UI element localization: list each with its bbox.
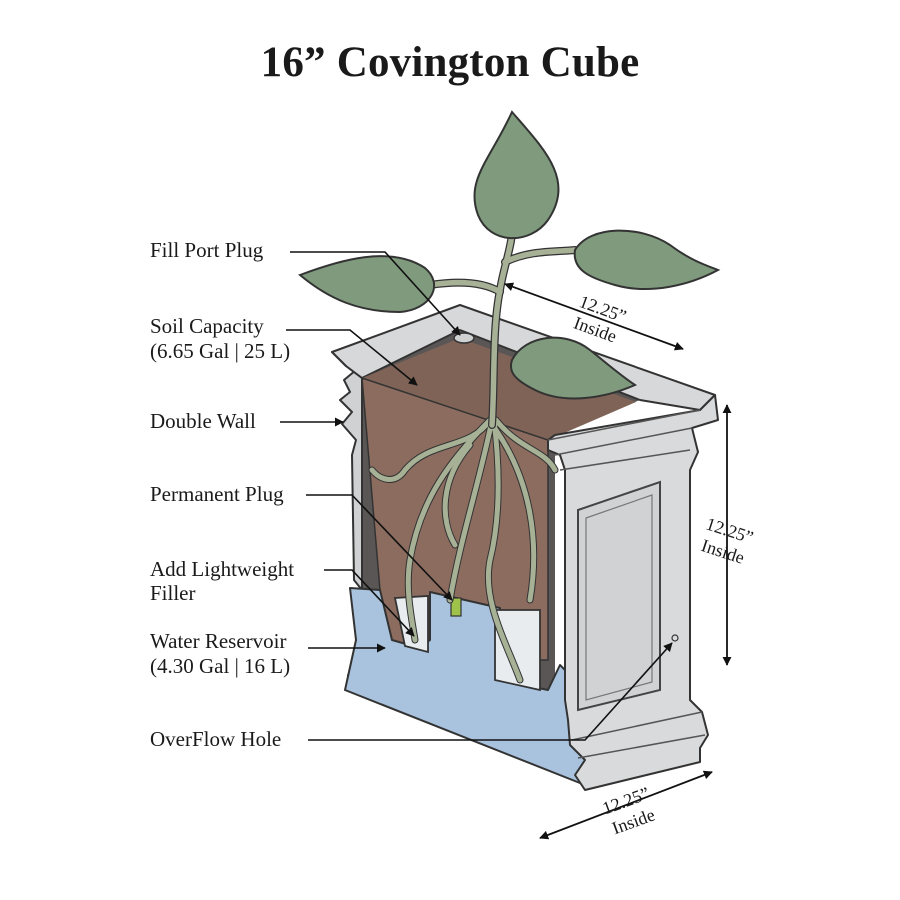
diagram-title: 16” Covington Cube	[260, 39, 640, 86]
permanent-plug	[450, 597, 462, 617]
front-panel	[577, 480, 661, 712]
filler-chamber-right	[494, 609, 541, 692]
label-water-reservoir: Water Reservoir	[150, 629, 287, 653]
front-rim	[547, 409, 701, 471]
label-filler: Filler	[150, 581, 196, 605]
planter	[331, 304, 719, 791]
overflow-hole	[671, 634, 679, 642]
label-double-wall: Double Wall	[150, 409, 256, 433]
label-water-reservoir-value: (4.30 Gal | 16 L)	[150, 654, 290, 678]
label-overflow-hole: OverFlow Hole	[150, 727, 281, 751]
label-add-lightweight: Add Lightweight	[150, 557, 294, 581]
leaf-right	[573, 229, 721, 291]
label-soil-capacity-value: (6.65 Gal | 25 L)	[150, 339, 290, 363]
fill-port-plug	[453, 332, 475, 344]
roots	[368, 416, 559, 684]
leader-fill-port-plug	[290, 251, 461, 336]
leaf-top	[473, 110, 560, 240]
dimension-lines	[504, 282, 732, 840]
soil-top	[362, 338, 636, 440]
label-fill-port-plug: Fill Port Plug	[150, 238, 264, 262]
leader-soil-capacity	[286, 329, 418, 386]
dim-depth-arrow	[504, 282, 684, 351]
leader-permanent-plug	[306, 494, 453, 601]
leader-lines	[280, 251, 673, 741]
base-molding	[571, 711, 706, 759]
callout-labels: Fill Port Plug Soil Capacity (6.65 Gal |…	[150, 238, 294, 751]
leader-lightweight-filler	[324, 569, 415, 637]
dim-width-arrow	[539, 770, 713, 840]
leader-overflow-hole	[308, 642, 673, 741]
label-permanent-plug: Permanent Plug	[150, 482, 284, 506]
front-panel-inner	[585, 494, 653, 701]
label-soil-capacity: Soil Capacity	[150, 314, 264, 338]
